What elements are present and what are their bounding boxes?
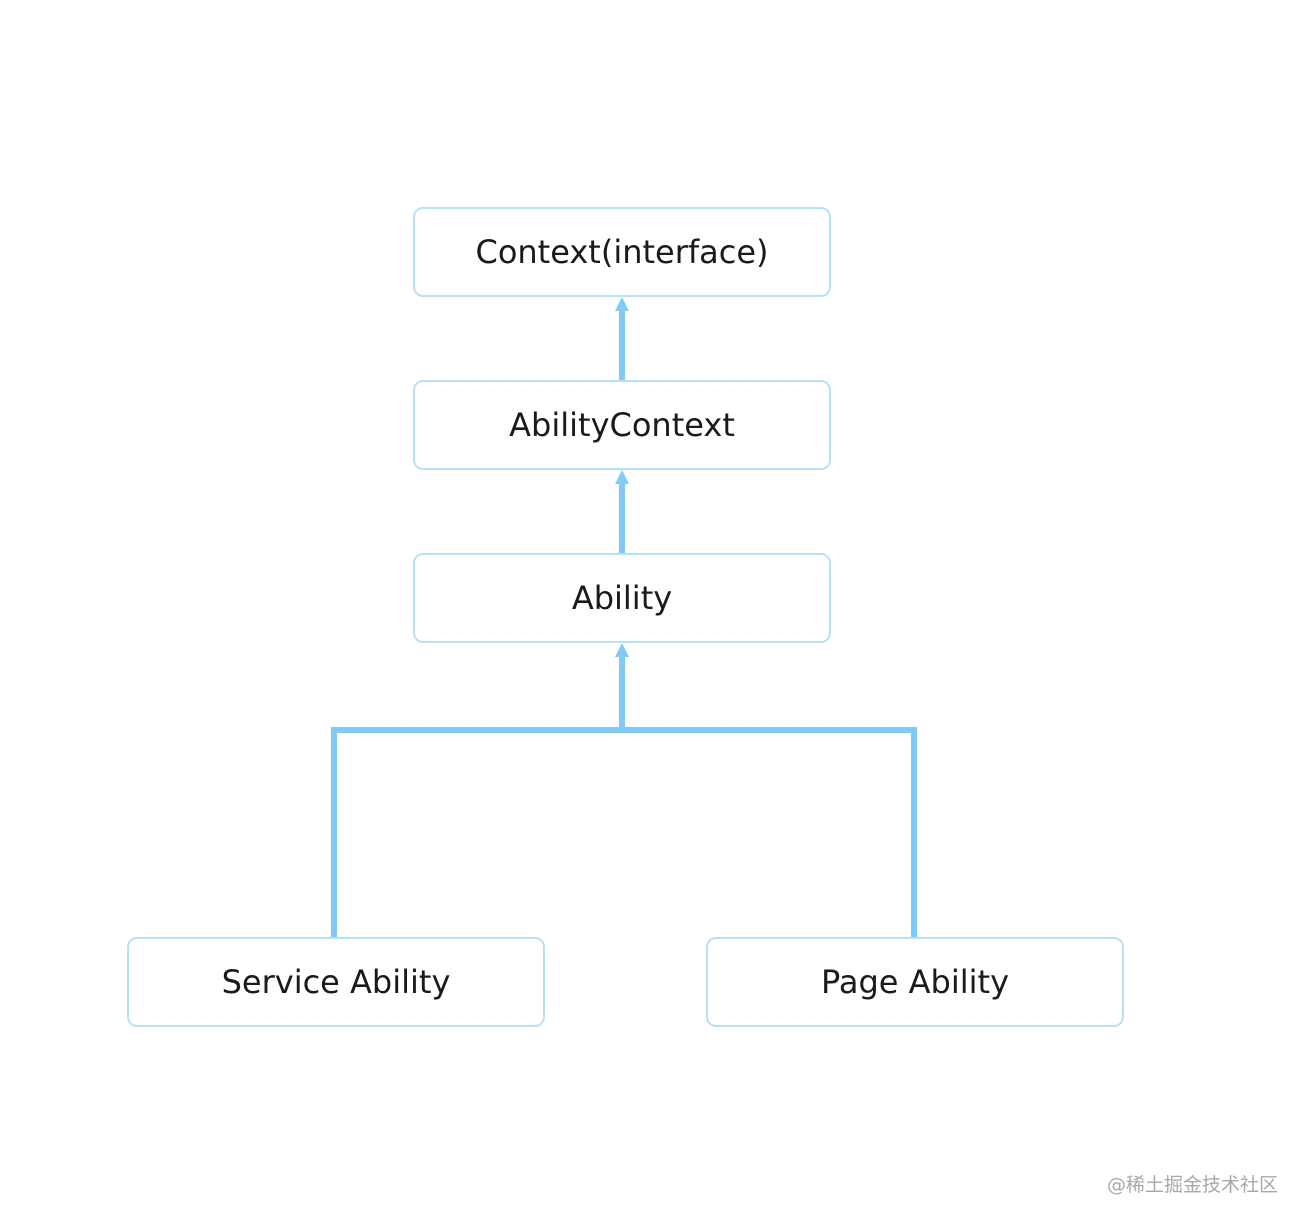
node-context-label: Context(interface)	[475, 233, 769, 271]
node-ability: Ability	[413, 553, 831, 643]
arrowhead-ability	[615, 643, 629, 657]
node-ability-context-label: AbilityContext	[509, 406, 735, 444]
watermark: @稀土掘金技术社区	[1106, 1174, 1278, 1196]
node-service-ability: Service Ability	[127, 937, 545, 1027]
node-page-ability: Page Ability	[706, 937, 1124, 1027]
node-context: Context(interface)	[413, 207, 831, 297]
node-service-ability-label: Service Ability	[221, 963, 451, 1001]
arrowhead-abilitycontext	[615, 470, 629, 484]
node-ability-label: Ability	[571, 579, 673, 617]
edge-page-to-ability	[622, 727, 917, 937]
node-ability-context: AbilityContext	[413, 380, 831, 470]
arrowhead-context	[615, 297, 629, 311]
edge-service-to-ability	[331, 727, 622, 937]
node-page-ability-label: Page Ability	[821, 963, 1009, 1001]
